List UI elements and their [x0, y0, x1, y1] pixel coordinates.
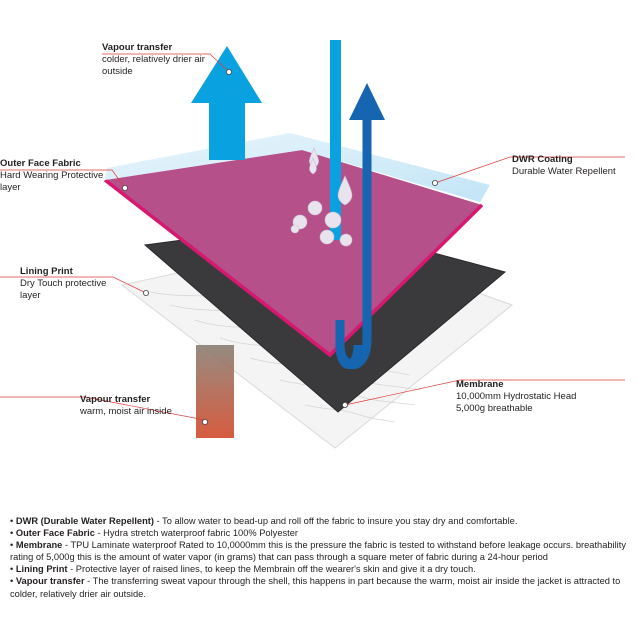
legend-term: Membrane [15, 540, 63, 551]
callout-desc: colder, relatively drier air outside [102, 54, 205, 77]
callout-title: Vapour transfer [80, 394, 151, 405]
legend-term: DWR (Durable Water Repellent) [15, 516, 154, 526]
water-stream [330, 40, 341, 240]
dwr-coating-layer [105, 133, 490, 202]
legend-item: • Outer Face Fabric - Hydra stretch wate… [10, 527, 632, 539]
bullet: • [10, 564, 14, 575]
legend-text: - The transferring sweat vapour through … [10, 576, 621, 599]
callout-desc: Durable Water Repellent [512, 166, 616, 177]
bullet: • [10, 540, 14, 551]
callout-title: Membrane [456, 379, 504, 390]
legend-text: - Hydra stretch waterproof fabric 100% P… [94, 528, 299, 539]
legend-term: Outer Face Fabric [15, 528, 95, 539]
callout-desc: 5,000g breathable [456, 403, 533, 414]
callout-title: Vapour transfer [102, 42, 173, 53]
fabric-layers-diagram [0, 40, 625, 449]
callout-desc: warm, moist air inside [80, 406, 172, 417]
vapour-out-arrow [191, 46, 262, 160]
callout-lining-print: Lining Print Dry Touch protective layer [20, 266, 120, 302]
bullet: • [10, 576, 14, 587]
callout-desc: 10,000mm Hydrostatic Head [456, 391, 577, 402]
legend-item: • Membrane - TPU Laminate waterproof Rat… [10, 539, 632, 563]
callout-desc: Dry Touch protective layer [20, 278, 107, 301]
legend-term: Lining Print [15, 564, 68, 575]
leader-markers [122, 69, 438, 425]
dark-blue-arrow-head [349, 83, 385, 120]
legend-item: • DWR (Durable Water Repellent) - To all… [10, 515, 632, 527]
bullet: • [10, 528, 14, 539]
callout-desc: Hard Wearing Protective layer [0, 170, 104, 193]
legend-text: • DWR (Durable Water Repellent) - To all… [10, 515, 632, 600]
outer-face-fabric-edge [103, 178, 484, 358]
legend-text: - To allow water to bead-up and roll off… [153, 516, 518, 526]
callout-vapour-transfer-in: Vapour transfer warm, moist air inside [80, 394, 200, 418]
leader-lines [0, 53, 625, 421]
legend-item: • Lining Print - Protective layer of rai… [10, 563, 632, 575]
bullet: • [10, 516, 14, 526]
membrane-water-u-curve [335, 120, 372, 370]
water-droplets [290, 147, 353, 247]
callout-membrane: Membrane 10,000mm Hydrostatic Head 5,000… [456, 379, 596, 415]
legend-term: Vapour transfer [15, 576, 85, 587]
legend-text: - Protective layer of raised lines, to k… [67, 564, 476, 575]
vapour-in-arrow [196, 345, 234, 438]
legend-item: • Vapour transfer - The transferring swe… [10, 575, 632, 599]
callout-vapour-transfer-out: Vapour transfer colder, relatively drier… [102, 42, 212, 78]
callout-title: Lining Print [20, 266, 73, 277]
outer-face-fabric-layer [105, 150, 482, 355]
callout-outer-face-fabric: Outer Face Fabric Hard Wearing Protectiv… [0, 158, 112, 194]
legend-text: - TPU Laminate waterproof Rated to 10,00… [10, 540, 626, 563]
callout-dwr-coating: DWR Coating Durable Water Repellent [512, 154, 632, 178]
callout-title: DWR Coating [512, 154, 573, 165]
callout-title: Outer Face Fabric [0, 158, 81, 169]
